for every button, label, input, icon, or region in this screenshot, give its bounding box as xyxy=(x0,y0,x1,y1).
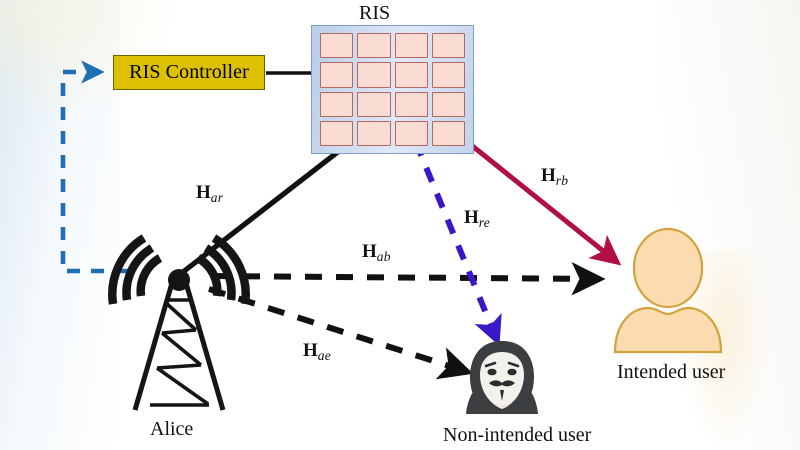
alice-label: Alice xyxy=(150,418,194,440)
channel-label-hae: Hae xyxy=(303,340,331,364)
ris-element xyxy=(431,62,465,88)
ris-element xyxy=(394,91,428,117)
channel-base-hrb: H xyxy=(541,165,556,186)
channel-base-hae: H xyxy=(303,340,318,361)
ris-element xyxy=(357,91,391,117)
ris-element xyxy=(357,62,391,88)
ris-element xyxy=(431,33,465,59)
ris-element xyxy=(320,62,354,88)
channel-base-har: H xyxy=(196,182,211,203)
ris-element xyxy=(357,120,391,146)
ris-element xyxy=(357,33,391,59)
ris-element xyxy=(320,33,354,59)
channel-base-hre: H xyxy=(464,207,479,228)
ris-element xyxy=(320,120,354,146)
channel-label-hrb: Hrb xyxy=(541,165,568,189)
ris-element xyxy=(431,91,465,117)
non-intended-user-label: Non-intended user xyxy=(443,424,592,446)
link-hae-alice-to-non-intended-user xyxy=(208,286,474,380)
ris-element xyxy=(320,91,354,117)
link-control-alice-to-controller xyxy=(60,60,128,274)
channel-subscript-hrb: rb xyxy=(555,172,569,188)
channel-subscript-har: ar xyxy=(210,189,224,205)
ris-controller-box[interactable]: RIS Controller xyxy=(113,55,265,90)
channel-subscript-hab: ab xyxy=(376,248,391,264)
ris-element xyxy=(431,120,465,146)
ris-element xyxy=(394,62,428,88)
channel-label-hab: Hab xyxy=(362,241,391,265)
intended-user-label: Intended user xyxy=(617,361,726,383)
channel-subscript-hre: re xyxy=(478,214,490,230)
ris-element xyxy=(394,120,428,146)
ris-title-label: RIS xyxy=(359,2,391,24)
channel-base-hab: H xyxy=(362,241,377,262)
channel-label-hre: Hre xyxy=(464,207,490,231)
channel-label-har: Har xyxy=(196,182,223,206)
channel-subscript-hae: ae xyxy=(317,347,331,363)
ris-panel[interactable] xyxy=(311,25,474,154)
link-hab-alice-to-intended-user xyxy=(211,262,606,296)
ris-element xyxy=(394,33,428,59)
